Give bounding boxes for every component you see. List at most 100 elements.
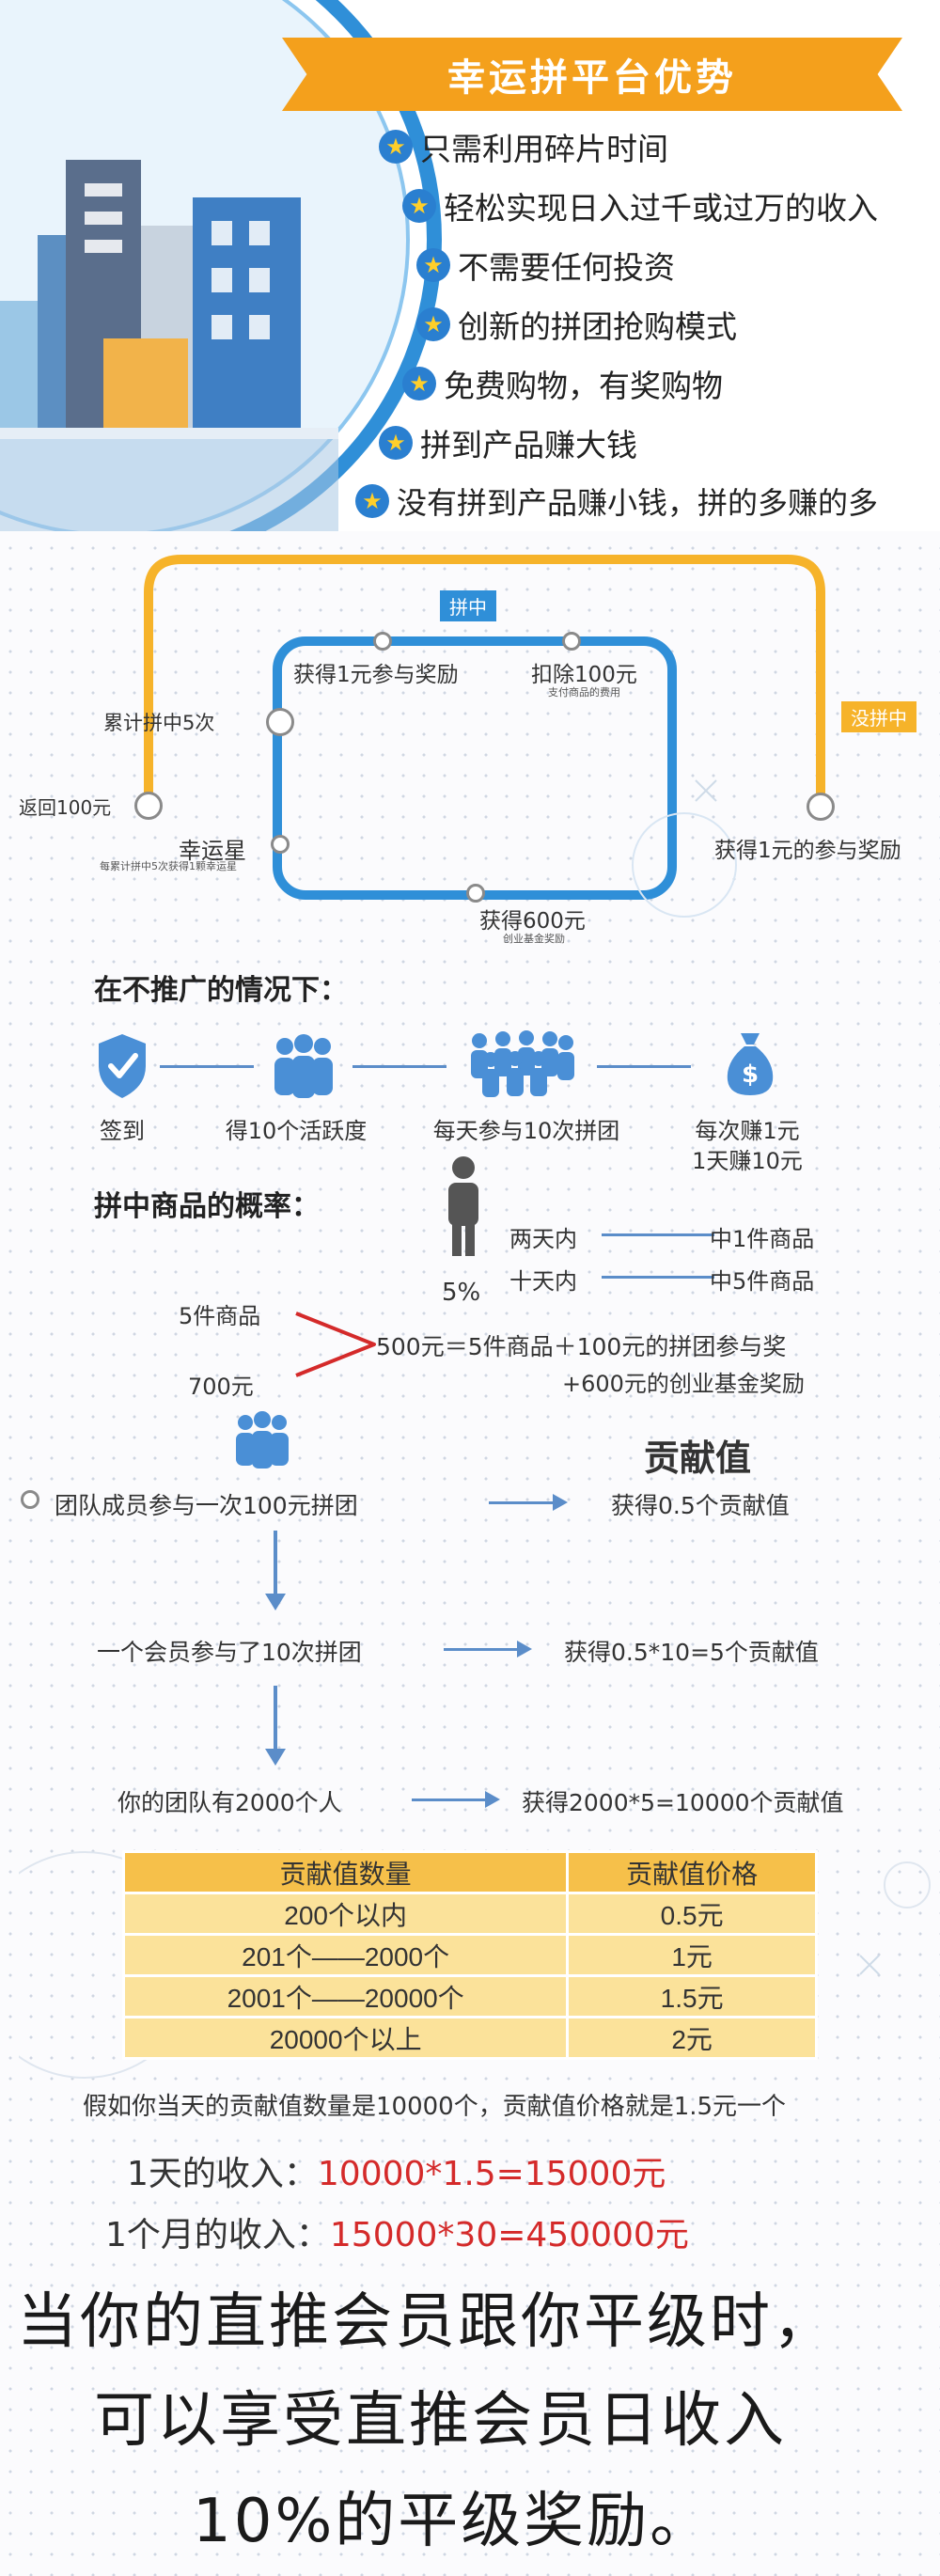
step-earn-daily: 1天赚10元 [692,1148,803,1174]
step-connector [160,1065,254,1068]
feature-item: ★只需利用碎片时间 [379,124,668,169]
contrib-step3-left: 你的团队有2000个人 [118,1789,342,1816]
flow-node [807,793,835,821]
person-icon [448,1156,478,1256]
flow-lose-reward: 获得1元的参与奖励 [714,839,901,863]
no-promo-heading: 在不推广的情况下： [94,974,348,1007]
probability-heading: 拼中商品的概率： [94,1190,320,1223]
step-checkin: 签到 [100,1118,145,1144]
flow-reward-600: 获得600元 [479,909,586,934]
star-icon: ★ [379,426,413,460]
step-group-buy: 每天参与10次拼团 [432,1118,620,1144]
prob-row2-right: 中5件商品 [710,1268,815,1295]
star-icon: ★ [402,189,436,223]
tag-win: 拼中 [440,590,496,621]
flow-node [21,1490,39,1509]
income-assumption: 假如你当天的贡献值数量是10000个，贡献值价格就是1.5元一个 [83,2093,787,2121]
step-earn: 每次赚1元 [695,1118,800,1144]
svg-text:$: $ [742,1060,759,1089]
income-month: 1个月的收入：15000*30=450000元 [105,2207,689,2256]
feature-text: 只需利用碎片时间 [420,131,668,167]
flow-deduct: 扣除100元 [531,663,637,687]
contrib-step2-right: 获得0.5*10=5个贡献值 [564,1639,819,1666]
star-icon: ★ [416,248,450,282]
table-header-row: 贡献值数量 贡献值价格 [121,1850,818,1894]
contrib-step2-left: 一个会员参与了10次拼团 [97,1639,362,1666]
calc-result-a: 500元＝5件商品＋100元的拼团参与奖 [376,1328,786,1362]
page-title-banner: 幸运拼平台优势 [282,38,902,111]
contrib-step3-right: 获得2000*5=10000个贡献值 [522,1789,844,1816]
contribution-heading: 贡献值 [644,1437,752,1479]
table-header-cell: 贡献值价格 [566,1850,818,1894]
contrib-arrow-3 [412,1798,487,1801]
flow-node [266,708,294,736]
table-cell: 201个——2000个 [121,1933,570,1977]
calc-price: 700元 [188,1374,254,1400]
table-cell: 2元 [566,2016,818,2060]
flow-node [562,632,581,651]
flow-reward-600-sub: 创业基金奖励 [503,933,565,945]
flow-node [373,632,392,651]
arrow-down-icon [265,1594,286,1610]
prob-row1-left: 两天内 [509,1226,577,1252]
contrib-down-1 [274,1531,277,1596]
feature-text: 免费购物，有奖购物 [444,368,723,404]
calc-bracket [295,1312,376,1377]
footer-line-1: 当你的直推会员跟你平级时， [17,2287,836,2357]
arrow-down-icon [265,1749,286,1766]
flow-deduct-sub: 支付商品的费用 [548,686,620,699]
arrow-right-icon [553,1494,568,1511]
crowd-icon [471,1030,574,1097]
contrib-step1-right: 获得0.5个贡献值 [611,1492,790,1519]
contrib-arrow-2 [444,1648,519,1651]
feature-text: 创新的拼团抢购模式 [458,308,737,345]
step-connector [352,1065,446,1068]
step-activity: 得10个活跃度 [225,1118,368,1144]
team-icon [236,1411,289,1469]
star-icon: ★ [402,367,436,401]
star-icon: ★ [416,307,450,341]
tag-lose: 没拼中 [841,701,916,732]
table-cell: 1元 [566,1933,818,1977]
flow-lucky-star-sub: 每累计拼中5次获得1颗幸运星 [100,860,237,872]
table-cell: 1.5元 [566,1974,818,2018]
feature-text: 不需要任何投资 [458,249,675,286]
footer-line-3: 10%的平级奖励。 [193,2487,713,2556]
star-icon: ★ [355,484,389,518]
group-icon [274,1034,333,1098]
flow-lucky-star: 幸运星 [179,838,246,864]
probability-percent: 5% [442,1279,481,1307]
feature-item: ★没有拼到产品赚小钱，拼的多赚的多 [355,479,878,523]
table-cell: 0.5元 [566,1892,818,1936]
table-header-cell: 贡献值数量 [121,1850,570,1894]
star-icon: ★ [379,130,413,164]
feature-item: ★轻松实现日入过千或过万的收入 [402,183,878,228]
contrib-down-2 [274,1686,277,1751]
contribution-price-table: 贡献值数量 贡献值价格 200个以内 0.5元 201个——2000个 1元 2… [121,1850,818,2060]
feature-text: 没有拼到产品赚小钱，拼的多赚的多 [397,485,879,521]
flow-reward-1: 获得1元参与奖励 [293,663,459,687]
flow-return: 返回100元 [19,796,112,819]
feature-text: 轻松实现日入过千或过万的收入 [444,190,878,227]
header-section: 幸运拼平台优势 ★只需利用碎片时间 ★轻松实现日入过千或过万的收入 ★不需要任何… [0,0,940,531]
footer-line-2: 可以享受直推会员日收入 [94,2386,787,2456]
income-day-label: 1天的收入： [127,2155,318,2193]
prob-line-2 [602,1276,714,1279]
calc-result-b: +600元的创业基金奖励 [562,1371,805,1397]
table-cell: 20000个以上 [121,2016,570,2060]
flow-accumulate: 累计拼中5次 [103,712,215,734]
flow-node [134,792,163,820]
flow-node [271,835,290,854]
table-row: 20000个以上 2元 [121,2016,818,2060]
contrib-arrow-1 [489,1501,555,1504]
calc-result-a-text: 500元＝5件商品＋100元的拼团参与奖 [376,1333,787,1360]
contrib-step1-left: 团队成员参与一次100元拼团 [55,1492,358,1519]
table-cell: 2001个——20000个 [121,1974,570,2018]
income-month-value: 15000*30=450000元 [329,2216,689,2254]
shield-check-icon [99,1034,146,1098]
city-buildings-illustration [0,94,338,531]
income-day-value: 10000*1.5=15000元 [317,2155,666,2193]
table-row: 200个以内 0.5元 [121,1892,818,1936]
calc-goods: 5件商品 [179,1303,261,1329]
prob-line-1 [602,1233,714,1236]
